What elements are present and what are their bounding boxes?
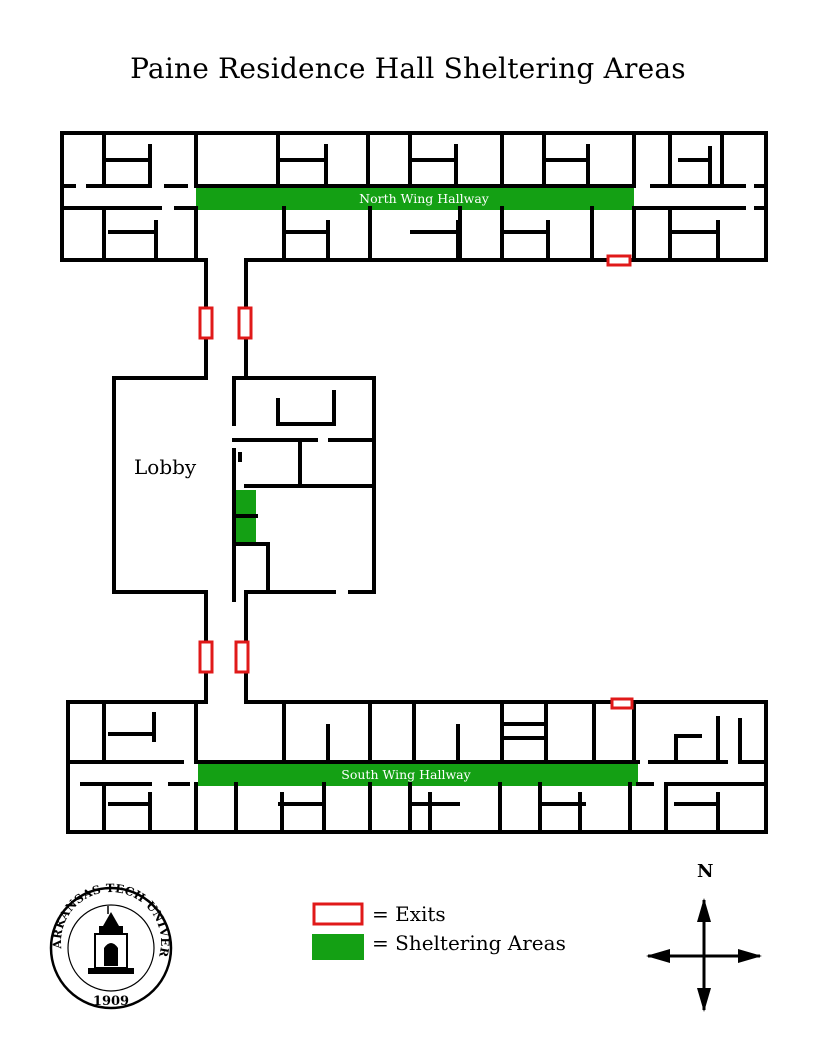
- legend-exits-label: = Exits: [372, 902, 446, 926]
- legend-exit-swatch: [312, 902, 364, 926]
- north-lower-dividers: [102, 206, 672, 262]
- south-wing: [66, 700, 768, 834]
- exit-north-wing-east: [606, 254, 632, 267]
- central-shelter-lower: [234, 518, 256, 542]
- compass-north-label: N: [697, 861, 714, 882]
- exit-south-connector-west: [198, 640, 214, 674]
- south-wing-hallway-shelter: [198, 764, 638, 786]
- central-block: Lobby: [112, 376, 376, 702]
- central-office-closet: [276, 390, 336, 426]
- seal-year: 1909: [93, 994, 129, 1009]
- south-wing-outer-wall: [66, 700, 768, 834]
- page-title: Paine Residence Hall Sheltering Areas: [130, 52, 686, 85]
- north-lower-closets: [108, 220, 720, 262]
- north-wing-hallway-label: North Wing Hallway: [359, 191, 490, 206]
- north-wing-hallway-shelter: [196, 188, 634, 210]
- exit-north-connector-west: [198, 306, 214, 340]
- central-room-walls: [238, 438, 376, 488]
- exit-south-wing-east: [610, 697, 634, 710]
- legend-shelter-swatch: [312, 934, 364, 960]
- north-upper-closets: [102, 144, 712, 188]
- central-shelter-walls: [232, 514, 270, 594]
- svg-text:ARKANSAS TECH UNIVERSITY: ARKANSAS TECH UNIVERSITY: [0, 0, 172, 959]
- south-lower-closets: [108, 792, 720, 834]
- central-shelter-upper: [234, 490, 256, 514]
- exit-south-connector-east: [234, 640, 250, 674]
- legend-sheltering-label: = Sheltering Areas: [372, 931, 566, 955]
- north-wing: [60, 131, 768, 380]
- exit-north-connector-east: [237, 306, 253, 340]
- arkansas-tech-seal-logo: ARKANSAS TECH UNIVERSITY 1909: [0, 0, 173, 1010]
- south-lower-dividers: [102, 782, 668, 834]
- compass-icon: [646, 898, 762, 1012]
- south-wing-hallway-label: South Wing Hallway: [341, 767, 471, 782]
- lobby-label: Lobby: [134, 455, 197, 479]
- south-upper-closets: [108, 712, 742, 764]
